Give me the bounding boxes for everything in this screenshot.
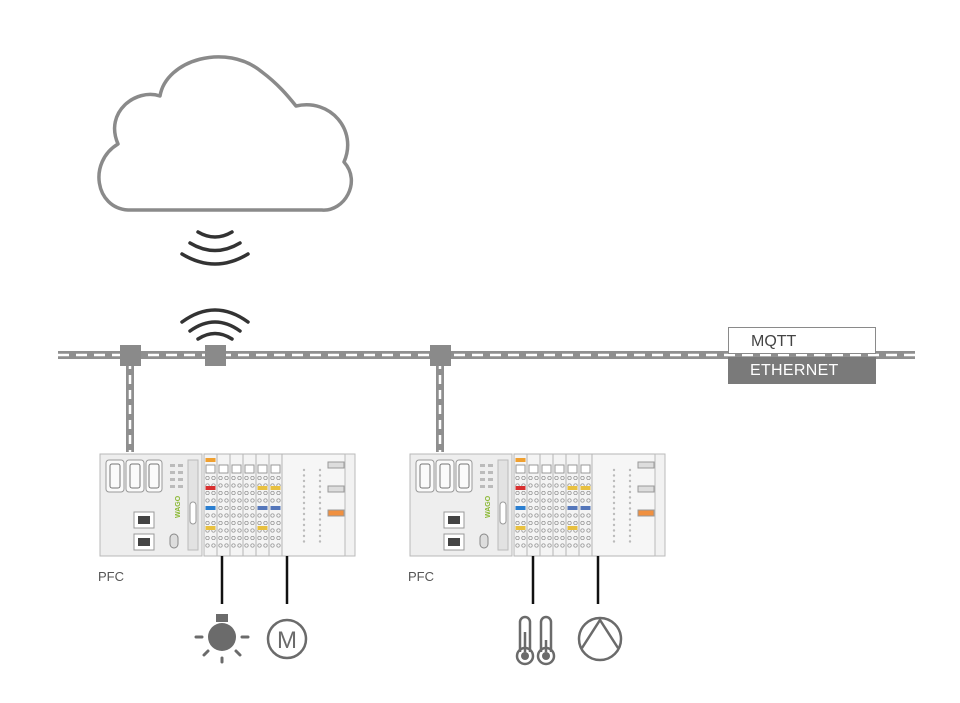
lamp-icon (194, 614, 250, 664)
pfc-label-1: PFC (98, 569, 124, 584)
mqtt-label: MQTT (728, 327, 876, 354)
thermometer-icon (515, 615, 556, 666)
pfc-label-2: PFC (408, 569, 434, 584)
pfc-controller-2: WAGO (409, 453, 666, 557)
wireless-signal-icon (180, 230, 250, 266)
bus-node-2 (430, 345, 451, 366)
pump-icon (577, 616, 623, 662)
ethernet-label: ETHERNET (728, 357, 876, 384)
io-module-wide (281, 453, 349, 557)
wifi-icon (180, 308, 250, 341)
motor-letter: M (277, 627, 297, 654)
bus-node-1 (120, 345, 141, 366)
io-module-wide (591, 453, 659, 557)
motor-icon: M (266, 618, 308, 660)
bus-node-wireless (205, 345, 226, 366)
pfc-controller-1: WAGO (99, 453, 356, 557)
svg-text:WAGO: WAGO (175, 495, 182, 518)
cloud-icon (97, 55, 354, 212)
svg-text:WAGO: WAGO (485, 495, 492, 518)
